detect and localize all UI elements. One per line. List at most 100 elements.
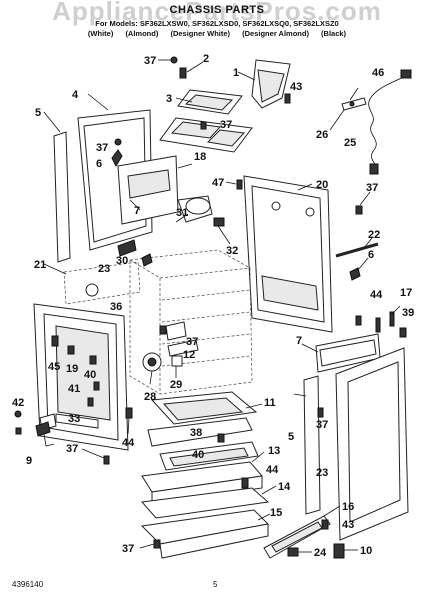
callout-44c: 44 [370,289,383,301]
models-line: For Models: SF362LXSW0, SF362LXSD0, SF36… [95,19,339,28]
part-side-panel-7[interactable] [301,333,381,373]
callout-37f: 37 [66,443,78,455]
part-screw-44[interactable] [125,407,133,435]
diagram-title: CHASSIS PARTS [169,4,265,16]
part-foot-10[interactable] [333,543,358,559]
color-label: (Almond) [125,29,159,38]
callout-5: 5 [35,107,41,119]
part-screw-37g[interactable] [139,539,161,549]
callout-37d: 37 [366,182,378,194]
callout-4: 4 [72,89,79,101]
part-screw-43[interactable] [284,93,291,104]
part-screw-37h[interactable] [317,315,362,418]
callout-37g: 37 [122,543,134,555]
part-door-latch-9[interactable] [35,421,55,447]
part-vent-trim[interactable] [237,59,291,109]
part-screw-37a[interactable] [158,56,178,64]
callout-16: 16 [342,501,354,513]
callout-1: 1 [233,67,239,79]
callout-6b: 6 [368,249,374,261]
part-screw-37d[interactable] [355,191,371,215]
part-fitting-29[interactable] [171,355,183,378]
callout-40: 40 [84,369,96,381]
callout-28: 28 [144,391,156,403]
part-drawer-panel-14[interactable] [141,485,277,519]
callout-10: 10 [360,545,372,557]
callout-37h: 37 [316,419,328,431]
callout-43: 43 [290,81,302,93]
callout-11: 11 [264,397,276,409]
part-screw-37f[interactable] [81,448,110,465]
callout-25: 25 [344,137,356,149]
part-screw-43b[interactable] [321,519,329,530]
part-screw-44b[interactable] [241,477,249,489]
callout-23b: 23 [316,467,328,479]
callout-26: 26 [316,129,328,141]
callout-3: 3 [166,93,172,105]
callout-9: 9 [26,455,32,467]
part-hinge-23-30[interactable] [117,239,153,267]
part-side-strip-5[interactable] [43,111,71,263]
callout-13: 13 [268,445,280,457]
callout-36: 36 [110,301,122,313]
part-insulation-21[interactable] [43,261,141,305]
part-valve-assembly[interactable] [175,195,231,245]
callout-37b: 37 [220,119,232,131]
color-label: (White) [87,29,114,38]
part-screw-39[interactable] [399,327,407,338]
part-screw-42[interactable] [14,410,22,435]
footer-page-number: 5 [213,580,218,589]
part-bracket-6[interactable] [111,149,123,168]
callout-37e: 37 [186,336,198,348]
part-screw-47[interactable] [225,179,243,190]
callout-21: 21 [34,259,46,271]
callout-46: 46 [372,67,384,79]
callout-42: 42 [12,397,24,409]
part-burner-12[interactable] [167,339,199,357]
part-control-panel-18[interactable] [117,155,193,225]
callout-22: 22 [368,229,380,241]
part-back-frame-20[interactable] [243,175,333,333]
callout-44b: 44 [266,464,279,476]
callout-24: 24 [314,547,327,559]
callout-40b: 40 [192,449,204,461]
callout-37a: 37 [144,55,156,67]
part-screw-38[interactable] [217,433,225,443]
part-rod-22[interactable] [335,237,379,258]
callout-7b: 7 [296,335,302,347]
part-orifice-28[interactable] [142,352,162,385]
part-screw-37b[interactable] [200,121,207,130]
color-label: (Black) [321,29,347,38]
callout-5b: 5 [288,431,294,443]
callout-12: 12 [183,349,195,361]
callout-47: 47 [212,177,224,189]
callout-29: 29 [170,379,182,391]
part-hinge-16[interactable] [263,505,341,559]
part-screw-37c[interactable] [114,138,122,146]
part-drawer-glide-40[interactable] [159,441,259,471]
part-wire-harness[interactable] [329,69,412,175]
callout-44: 44 [122,437,135,449]
part-burner-tray[interactable] [159,89,253,153]
callout-45: 45 [48,361,60,373]
part-igniter-37e[interactable] [159,321,187,341]
callout-30: 30 [116,255,128,267]
part-broiler-pan-11[interactable] [147,391,263,447]
callout-19: 19 [66,363,78,375]
part-bracket-6b[interactable] [349,257,369,281]
color-label: (Designer Almond) [242,29,309,38]
callout-38: 38 [190,427,202,439]
part-oven-cavity[interactable] [129,249,253,395]
part-screw-2[interactable] [179,61,204,79]
part-drawer-front-15[interactable] [140,509,271,559]
callout-17: 17 [400,287,412,299]
callout-20: 20 [316,179,328,191]
callout-41: 41 [68,383,80,395]
callout-18: 18 [194,151,206,163]
part-clip-24[interactable] [287,547,312,557]
callout-7: 7 [134,205,140,217]
part-screw-44c-17[interactable] [375,305,401,333]
callout-43b: 43 [342,519,354,531]
part-door-outer-5[interactable] [293,347,409,541]
